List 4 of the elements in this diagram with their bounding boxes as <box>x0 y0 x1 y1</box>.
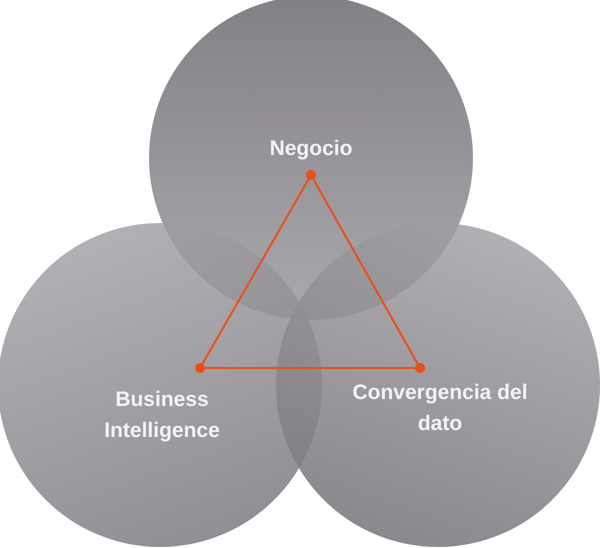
circle-label: Negocio <box>268 136 354 162</box>
connector-line <box>306 170 425 373</box>
circle-label: Convergencia del dato <box>351 380 529 437</box>
circle-label: Business Intelligence <box>103 387 221 444</box>
